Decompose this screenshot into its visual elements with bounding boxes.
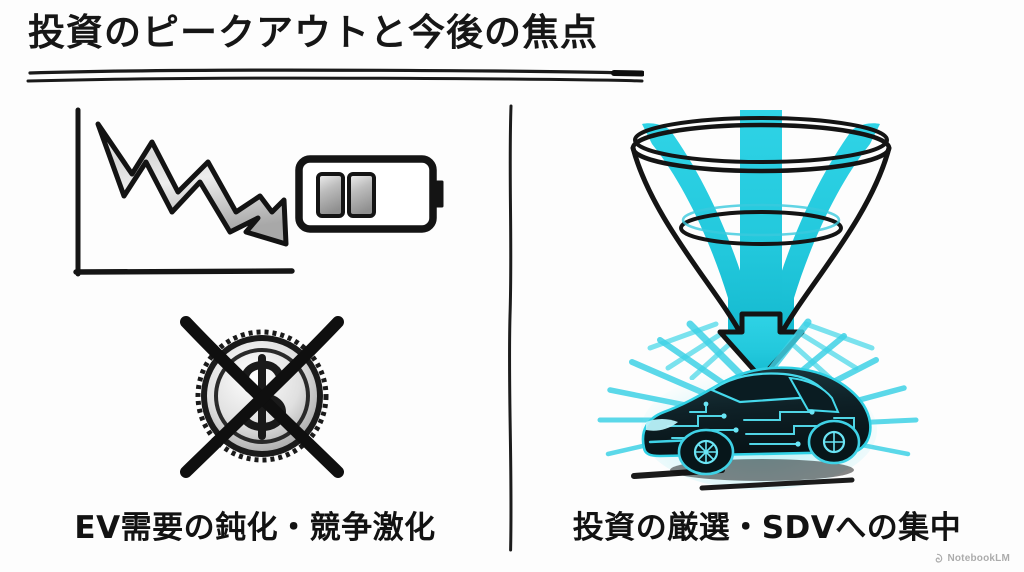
panel-divider (507, 104, 513, 552)
watermark-label: NotebookLM (947, 553, 1010, 564)
page-title: 投資のピークアウトと今後の焦点 (26, 8, 646, 94)
sdv-car-icon (597, 318, 919, 491)
notebooklm-logo-icon (936, 553, 943, 563)
funnel-icon (630, 110, 892, 380)
right-panel-caption: 投資の厳選・SDVへの集中 (572, 509, 962, 546)
low-battery-icon (295, 155, 444, 233)
left-panel (20, 100, 490, 500)
no-money-icon (180, 316, 344, 478)
page-title-text: 投資のピークアウトと今後の焦点 (28, 11, 598, 54)
right-panel (530, 100, 1004, 500)
title-underline (26, 68, 644, 83)
declining-chart-icon (73, 107, 295, 277)
notebooklm-watermark: NotebookLM (932, 553, 1010, 564)
left-panel-caption: EV需要の鈍化・競争激化 (74, 509, 436, 546)
